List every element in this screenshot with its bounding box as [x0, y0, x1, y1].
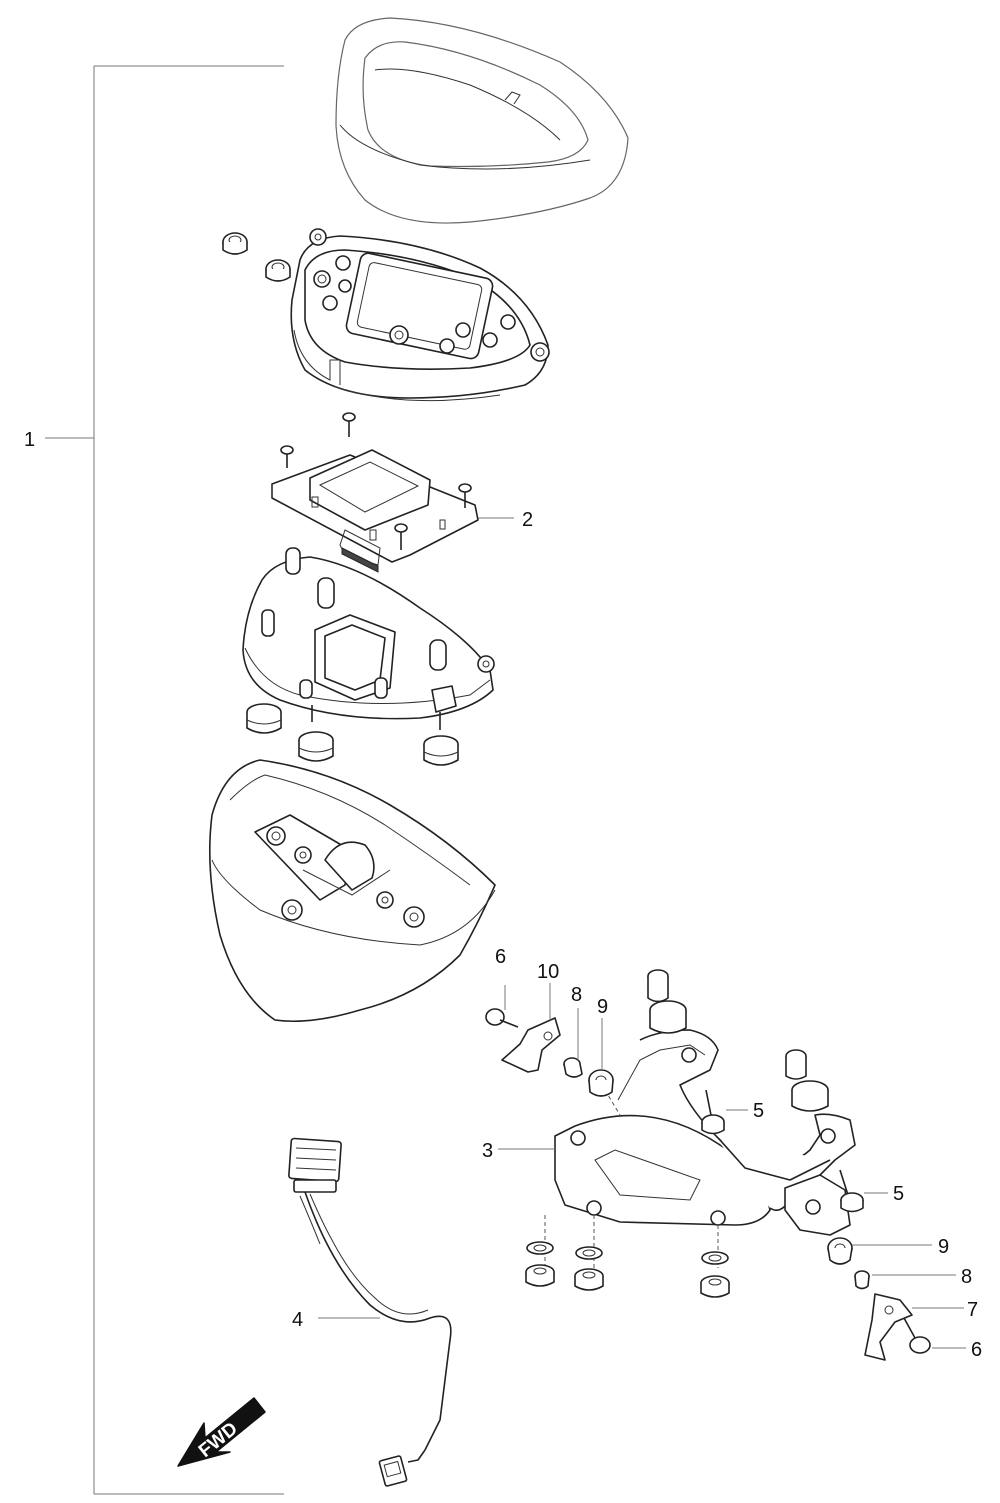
collar-upper [563, 1057, 583, 1078]
hose-clamp-lower [864, 1293, 913, 1361]
callout-5-upper: 5 [753, 1100, 764, 1122]
bracket-collar [647, 969, 669, 1003]
callout-1: 1 [24, 429, 35, 451]
callout-10: 10 [537, 961, 559, 983]
callout-2: 2 [522, 509, 533, 531]
flange-nut [574, 1268, 604, 1291]
assembly-bracket [45, 65, 284, 1495]
bolt-clamp-lower [903, 1317, 931, 1354]
spring-washer [701, 1251, 729, 1265]
callout-4: 4 [292, 1309, 303, 1331]
bracket-damper [791, 1080, 829, 1112]
callout-labels: 1 2 6 10 8 9 5 3 5 9 8 7 6 4 [24, 429, 982, 1361]
callout-3: 3 [482, 1140, 493, 1162]
bolt-lower [839, 1169, 864, 1213]
flange-nut [525, 1264, 555, 1287]
flange-nut [700, 1275, 730, 1298]
callout-5-lower: 5 [893, 1183, 904, 1205]
bolt-clamp-upper [485, 1008, 519, 1028]
rubber-damper [298, 731, 334, 762]
pcb-screw [394, 523, 408, 550]
callout-8-lower: 8 [961, 1266, 972, 1288]
pcb-board [271, 412, 479, 573]
hose-clamp-upper [501, 1017, 561, 1073]
wire-harness [288, 1137, 452, 1487]
callout-9-upper: 9 [597, 996, 608, 1018]
callout-9-lower: 9 [938, 1236, 949, 1258]
grommet-upper [588, 1069, 614, 1097]
meter-front-case [290, 228, 550, 402]
bracket-damper [649, 1000, 687, 1034]
pcb-screw [342, 412, 356, 437]
callout-7: 7 [967, 1299, 978, 1321]
pcb-screw [458, 483, 472, 508]
grommet-lower [827, 1237, 853, 1265]
bracket-collar [785, 1049, 807, 1080]
callout-8-upper: 8 [571, 984, 582, 1006]
pcb-screw [280, 445, 294, 468]
spring-washer [526, 1241, 554, 1255]
meter-top-cover [335, 17, 629, 224]
leader-lines [318, 517, 966, 1349]
callout-6-upper: 6 [495, 946, 506, 968]
meter-lower-housing [208, 759, 496, 1022]
spring-washer [575, 1246, 603, 1260]
rubber-damper [246, 703, 282, 734]
rubber-plug-left [222, 232, 248, 255]
bolt-upper [701, 1089, 725, 1135]
callout-6-lower: 6 [971, 1339, 982, 1361]
rubber-plug-right [265, 259, 291, 282]
collar-lower [854, 1270, 870, 1290]
rubber-damper [423, 735, 459, 766]
mounting-bracket [544, 1029, 856, 1270]
fwd-direction-arrow: FWD [177, 1397, 266, 1467]
meter-lower-case [242, 547, 495, 730]
